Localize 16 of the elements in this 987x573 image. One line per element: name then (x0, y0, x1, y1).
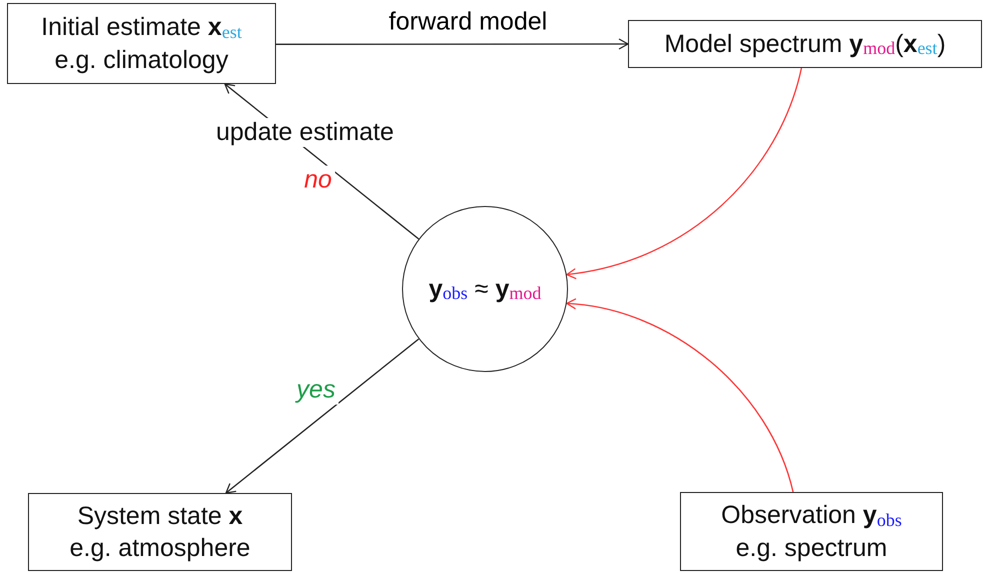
process-box (680, 492, 943, 571)
node-subtitle: e.g. atmosphere (70, 533, 250, 564)
arrow (276, 38, 629, 50)
node-title: y$_{obs}$ ≈ y$_{mod}$ (428, 274, 542, 306)
arrow (566, 298, 794, 492)
node-title: System state x (77, 500, 243, 532)
process-box (628, 20, 982, 68)
node-subtitle: e.g. spectrum (736, 532, 888, 564)
arrow (566, 68, 802, 279)
node-subtitle: e.g. climatology (54, 44, 228, 76)
node-title: Model spectrum y$_{mod}$(x$_{est}$) (664, 28, 946, 60)
process-box (7, 3, 276, 84)
arrow (225, 338, 420, 494)
node-title: Initial estimate x$_{est}$ (41, 12, 242, 44)
node-title: Observation y$_{obs}$ (721, 500, 902, 532)
process-box (28, 493, 292, 571)
